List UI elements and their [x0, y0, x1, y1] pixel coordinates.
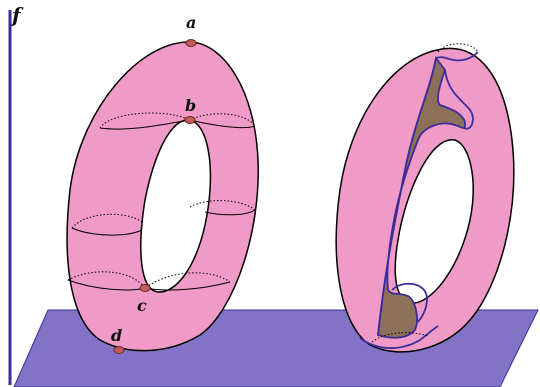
level-curve-mid-left-front [71, 227, 143, 236]
cut-edge-top [435, 51, 479, 62]
label-a: a [186, 13, 196, 32]
level-curve-b-front-right [189, 119, 256, 129]
hidden-edge-top [437, 43, 479, 53]
critical-point-a [185, 39, 197, 47]
cut-edge-right-top [444, 69, 474, 130]
cut-torus [335, 43, 515, 353]
level-curve-c-back [67, 271, 231, 289]
cut-edge-hook [391, 282, 428, 323]
label-b: b [185, 96, 196, 115]
hidden-edge-bottom [371, 332, 429, 343]
cut-torus-body [335, 47, 515, 353]
level-curve-b-front [99, 119, 191, 130]
cut-edge-bottom [359, 325, 439, 349]
label-c: c [137, 296, 147, 315]
cut-edge-left [377, 57, 437, 336]
critical-point-d [113, 346, 125, 354]
torus-body [66, 41, 259, 352]
critical-point-c [139, 284, 151, 292]
axis-label-f: f [10, 3, 24, 27]
label-d: d [111, 326, 122, 345]
critical-point-b [184, 116, 196, 124]
level-curve-mid-right-front [204, 209, 256, 216]
level-curve-b-back [99, 112, 256, 129]
upright-torus: a b c d [66, 13, 259, 354]
